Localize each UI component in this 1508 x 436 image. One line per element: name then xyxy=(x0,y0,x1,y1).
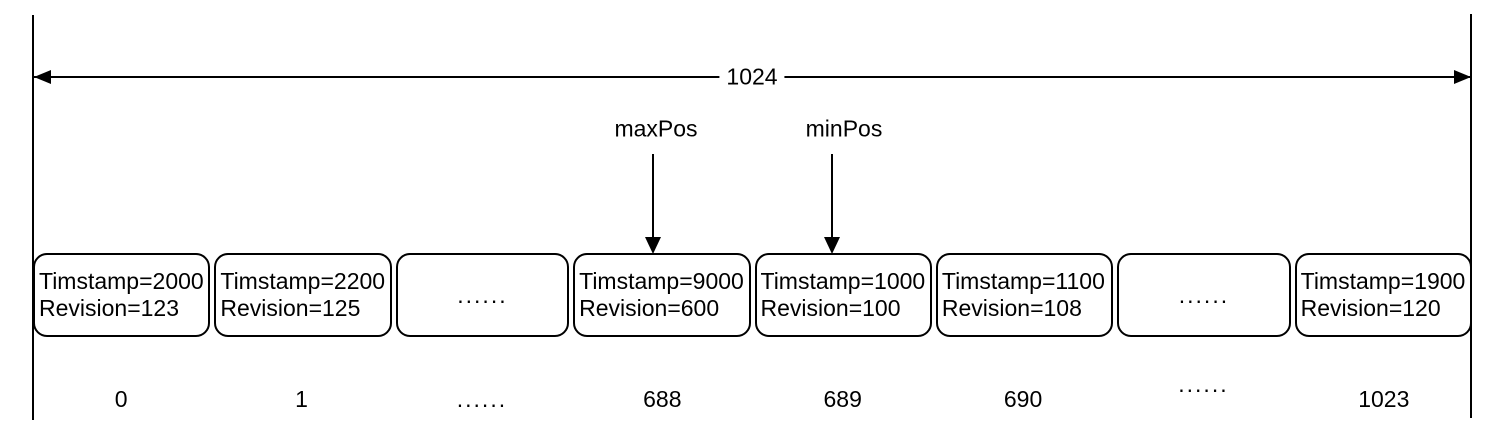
index-ellipsis-left: ...... xyxy=(456,386,508,412)
slot-revision: Revision=123 xyxy=(39,295,180,321)
slot-0: Timstamp=2000 Revision=123 xyxy=(33,253,211,337)
index-label-690: 690 xyxy=(1003,386,1043,412)
minpos-label: minPos xyxy=(805,115,883,142)
size-label: 1024 xyxy=(719,63,785,91)
slot-timestamp: Timstamp=1900 xyxy=(1300,268,1466,294)
slot-revision: Revision=120 xyxy=(1300,295,1441,321)
index-label-689: 689 xyxy=(823,386,862,412)
index-label-1: 1 xyxy=(295,386,308,412)
slot-timestamp: Timstamp=1100 xyxy=(941,268,1105,294)
slot-1: Timstamp=2200 Revision=125 xyxy=(214,253,392,337)
slot-ellipsis-text: ...... xyxy=(1178,281,1230,308)
maxpos-arrowhead-icon xyxy=(645,237,661,254)
slot-revision: Revision=108 xyxy=(941,295,1082,321)
slot-690: Timstamp=1100 Revision=108 xyxy=(935,253,1114,337)
slot-ellipsis-right: ...... xyxy=(1117,253,1291,337)
slot-1023: Timstamp=1900 Revision=120 xyxy=(1294,253,1472,337)
index-label-0: 0 xyxy=(114,386,128,412)
slot-revision: Revision=100 xyxy=(760,295,901,321)
arrowhead-right-icon xyxy=(1454,70,1471,84)
slot-ellipsis-text: ...... xyxy=(457,281,508,308)
index-ellipsis-right: ...... xyxy=(1178,371,1229,397)
slot-timestamp: Timstamp=2200 xyxy=(220,268,386,294)
arrowhead-left-icon xyxy=(34,70,51,84)
minpos-arrowhead-icon xyxy=(824,237,840,254)
slot-688: Timstamp=9000 Revision=600 xyxy=(573,253,751,337)
slot-timestamp: Timstamp=1000 xyxy=(760,268,926,294)
minpos-arrow-line xyxy=(831,154,833,239)
index-row: 0 1 ...... 688 689 690 ...... 1023 xyxy=(33,371,1472,414)
slot-revision: Revision=600 xyxy=(579,295,720,321)
slot-689: Timstamp=1000 Revision=100 xyxy=(754,253,932,337)
right-boundary-line xyxy=(1470,14,1472,418)
slot-ellipsis-left: ...... xyxy=(395,253,570,337)
slot-timestamp: Timstamp=9000 xyxy=(579,268,744,294)
slot-timestamp: Timstamp=2000 xyxy=(39,268,204,294)
index-label-688: 688 xyxy=(643,386,682,412)
left-boundary-line xyxy=(32,15,34,420)
slot-revision: Revision=125 xyxy=(220,295,361,321)
index-label-1023: 1023 xyxy=(1358,386,1410,412)
maxpos-label: maxPos xyxy=(614,115,698,142)
maxpos-arrow-line xyxy=(652,154,654,239)
slot-row: Timstamp=2000 Revision=123 Timstamp=2200… xyxy=(33,253,1472,337)
